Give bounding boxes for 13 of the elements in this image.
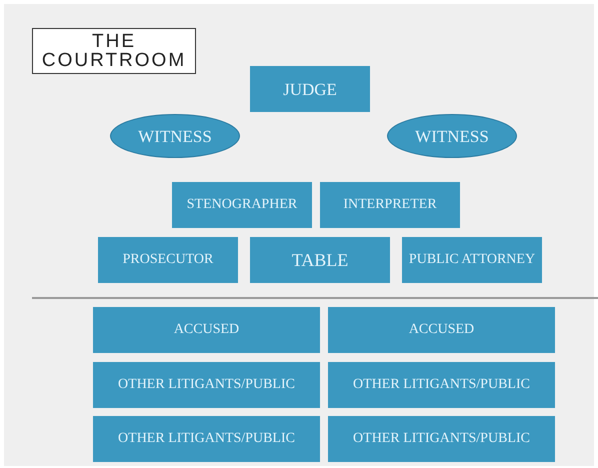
public-seating-box: OTHER LITIGANTS/PUBLIC — [93, 416, 320, 462]
stenographer-box: STENOGRAPHER — [172, 182, 312, 228]
judge-box: JUDGE — [250, 66, 370, 112]
table-box: TABLE — [250, 237, 390, 283]
accused-box: ACCUSED — [93, 307, 320, 353]
accused-box: ACCUSED — [328, 307, 555, 353]
title: THE COURTROOM — [32, 28, 196, 74]
interpreter-box: INTERPRETER — [320, 182, 460, 228]
public-seating-box: OTHER LITIGANTS/PUBLIC — [93, 362, 320, 408]
prosecutor-box: PROSECUTOR — [98, 237, 238, 283]
public-seating-box: OTHER LITIGANTS/PUBLIC — [328, 362, 555, 408]
attorney-box: PUBLIC ATTORNEY — [402, 237, 542, 283]
public-seating-box: OTHER LITIGANTS/PUBLIC — [328, 416, 555, 462]
